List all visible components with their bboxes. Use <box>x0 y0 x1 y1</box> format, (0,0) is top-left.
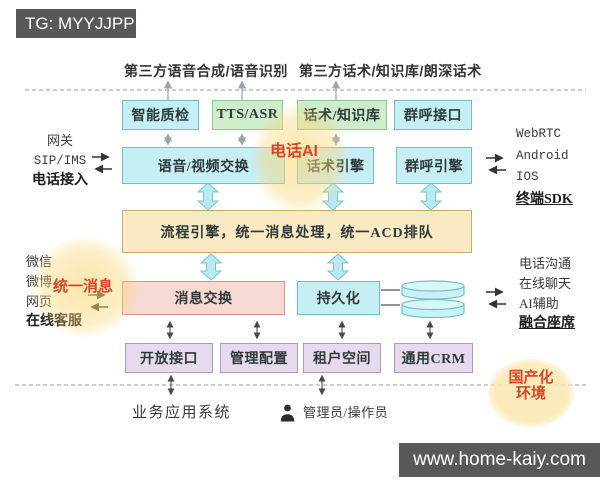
agent-seat-label: 融合座席 <box>519 316 575 331</box>
online-service-label: 在线客服 <box>26 314 82 329</box>
box-process-engine: 流程引擎，统一消息处理，统一ACD排队 <box>122 210 472 253</box>
third-party-up-arrows <box>163 80 341 101</box>
box-admin-config: 管理配置 <box>220 343 298 373</box>
third-party-script-label: 第三方话术/知识库/朗深话术 <box>299 63 482 79</box>
box-generic-crm: 通用CRM <box>394 343 473 373</box>
box-media-exchange: 语音/视频交换 <box>122 147 285 184</box>
admin-operator-label: 管理员/操作员 <box>303 405 389 420</box>
box-tts-asr: TTS/ASR <box>212 100 283 130</box>
phone-chat-label: 电话沟通 <box>519 256 572 271</box>
terminal-sdk-label: 终端SDK <box>516 191 573 207</box>
agent-seat-labels: 电话沟通 在线聊天 AI辅助 融合座席 <box>519 254 575 334</box>
box-open-api: 开放接口 <box>125 343 213 373</box>
terminal-sdk-labels: WebRTC Android IOS 终端SDK <box>516 124 573 210</box>
box-message-exchange: 消息交换 <box>122 281 285 315</box>
domestic-env-line2: 环境 <box>515 385 546 402</box>
message-platform-arrows <box>166 320 434 340</box>
phone-access-label: 电话接入 <box>32 173 88 188</box>
webrtc-label: WebRTC <box>516 127 562 141</box>
database-connectors <box>381 289 400 306</box>
sip-ims-label: SIP/IMS <box>33 154 87 168</box>
platform-external-arrows <box>167 374 326 396</box>
gateway-label: 网关 <box>46 133 73 148</box>
wechat-label: 微信 <box>26 254 53 269</box>
box-tenant-space: 租户空间 <box>303 343 381 373</box>
box-quality-check: 智能质检 <box>122 100 199 130</box>
third-party-tts-label: 第三方语音合成/语音识别 <box>124 63 288 79</box>
phone-access-labels: 网关 SIP/IMS 电话接入 <box>28 131 92 191</box>
box-groupcall-api: 群呼接口 <box>394 100 472 130</box>
android-label: Android <box>516 148 569 163</box>
ios-label: IOS <box>516 170 539 184</box>
business-system-label: 业务应用系统 <box>132 404 232 421</box>
box-script-kb: 话术/知识库 <box>297 100 387 130</box>
unified-message-tag: 统一消息 <box>53 278 114 295</box>
online-chat-label: 在线聊天 <box>519 276 572 291</box>
database-icon <box>401 280 465 319</box>
box-groupcall-engine: 群呼引擎 <box>396 147 472 184</box>
domestic-env-tag: 国产化 环境 <box>488 370 574 402</box>
person-icon <box>280 404 295 422</box>
telegram-watermark-bar: TG: MYYJJPP <box>16 9 136 38</box>
phone-ai-tag: 电话AI <box>270 143 319 160</box>
domestic-env-line1: 国产化 <box>508 369 554 386</box>
box-persistence: 持久化 <box>297 281 380 315</box>
website-watermark-bar: www.home-kaiy.com <box>399 443 600 477</box>
ai-assist-label: AI辅助 <box>519 296 559 311</box>
